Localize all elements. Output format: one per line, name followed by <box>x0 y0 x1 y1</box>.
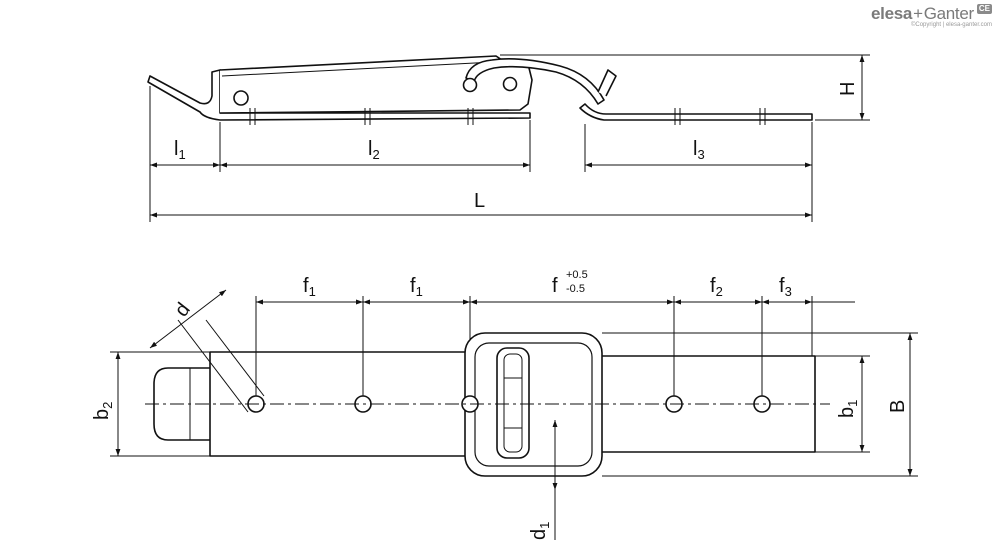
top-dimensions <box>110 289 918 540</box>
brand-ganter: Ganter <box>923 4 974 23</box>
label-f3: f3 <box>779 275 792 299</box>
label-l3: l3 <box>693 138 705 162</box>
label-f1-a: f1 <box>303 275 316 299</box>
side-loop <box>465 58 605 105</box>
label-l2: l2 <box>368 138 380 162</box>
side-view <box>147 55 813 125</box>
label-H: H <box>837 82 859 96</box>
label-d: d <box>171 299 195 321</box>
brand-plus: + <box>913 4 923 23</box>
brand-badge: CE <box>976 4 992 14</box>
brand-elesa: elesa <box>871 4 913 23</box>
brand-logo: elesa+Ganter CE ©Copyright | elesa-gante… <box>871 4 992 28</box>
label-b1: b1 <box>836 400 860 418</box>
side-base-plate <box>147 69 531 121</box>
top-roller <box>496 347 530 459</box>
label-d1: d1 <box>528 522 552 540</box>
side-labels: l1 l2 l3 L H <box>174 82 859 212</box>
label-f: f <box>552 275 558 297</box>
side-lever-body <box>219 55 533 114</box>
label-f-tol-minus: -0.5 <box>566 283 585 295</box>
label-f1-b: f1 <box>410 275 423 299</box>
label-f-tol-plus: +0.5 <box>566 269 588 281</box>
label-f2: f2 <box>710 275 723 299</box>
brand-wordmark: elesa+Ganter <box>871 4 974 24</box>
label-B: B <box>887 400 909 413</box>
side-keeper-plate <box>579 103 813 121</box>
side-hole-left <box>233 90 249 106</box>
label-L: L <box>474 190 485 212</box>
label-l1: l1 <box>174 138 186 162</box>
brand-copyright: ©Copyright | elesa-ganter.com <box>910 22 992 28</box>
side-dimensions <box>149 54 870 222</box>
side-hole-pivot-2 <box>502 76 518 92</box>
label-b2: b2 <box>91 402 115 420</box>
side-hole-pivot-1 <box>462 77 478 93</box>
